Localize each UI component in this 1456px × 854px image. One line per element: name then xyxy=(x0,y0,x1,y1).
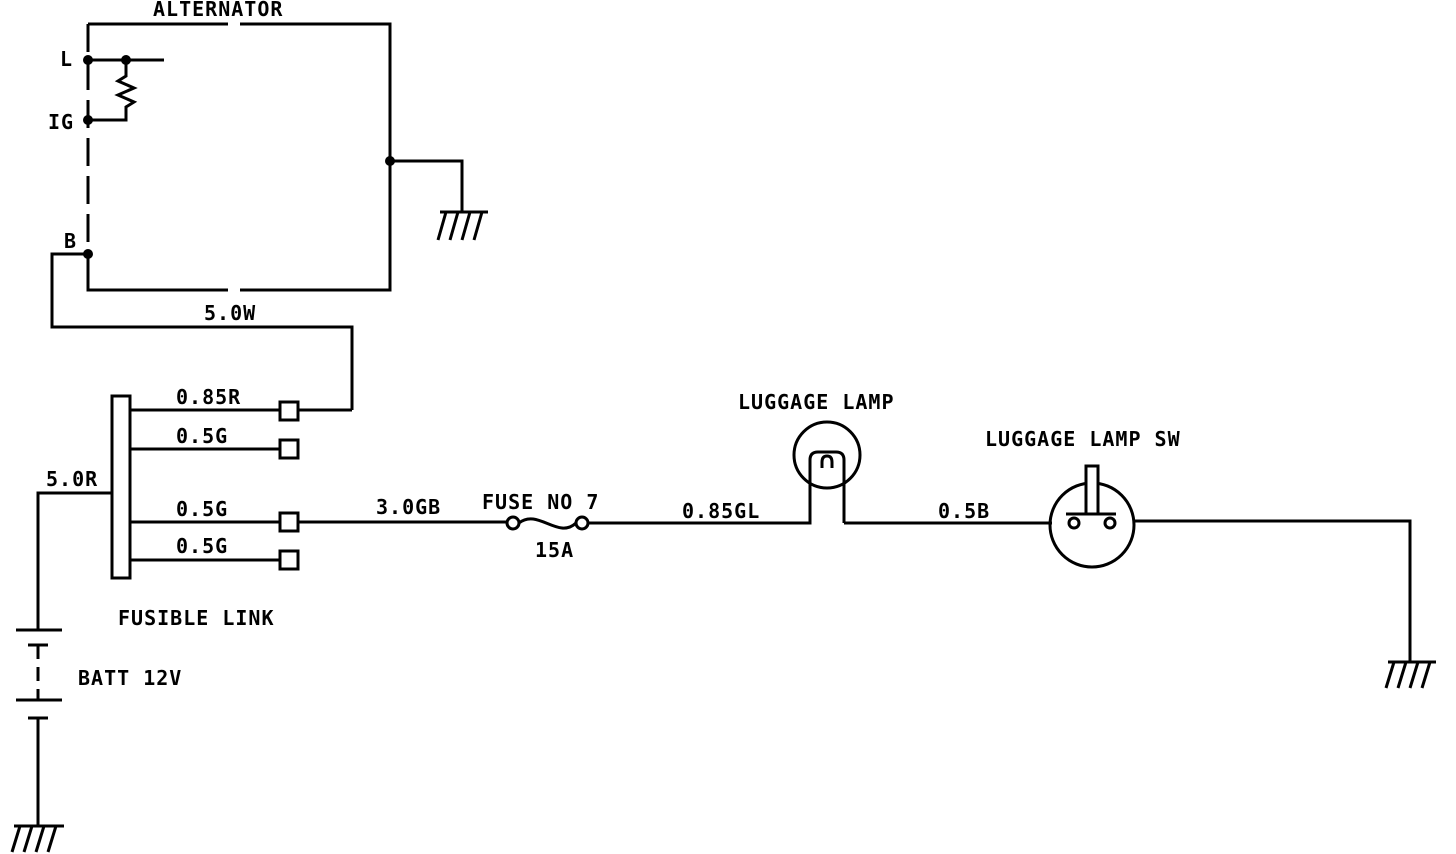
fusible-link: 0.85R 0.5G 0.5G 0.5G FUSIBLE LINK xyxy=(110,385,352,630)
fusible-link-label: FUSIBLE LINK xyxy=(118,606,275,630)
fuse-rating-label: 15A xyxy=(535,538,574,562)
wire-label-0-5g-1: 0.5G xyxy=(176,424,228,448)
alternator-ground-icon xyxy=(436,210,488,241)
luggage-lamp-switch-label: LUGGAGE LAMP SW xyxy=(985,427,1181,451)
alternator-title: ALTERNATOR xyxy=(153,0,283,21)
luggage-lamp-switch: LUGGAGE LAMP SW xyxy=(985,427,1181,569)
terminal-ig-label: IG xyxy=(48,110,74,134)
switch-ground-icon xyxy=(1384,660,1436,689)
battery-ground-icon xyxy=(10,824,64,853)
wire-label-0-85gl: 0.85GL xyxy=(682,499,760,523)
battery-label: BATT 12V xyxy=(78,666,182,690)
fuse-name-label: FUSE NO 7 xyxy=(482,490,599,514)
fusible-link-bar xyxy=(110,394,132,580)
fuse-no-7: 3.0GB FUSE NO 7 15A xyxy=(298,490,599,562)
wire-label-5-0w: 5.0W xyxy=(204,301,256,325)
wire-label-3-0gb: 3.0GB xyxy=(376,495,441,519)
wire-label-0-85r: 0.85R xyxy=(176,385,241,409)
wire-label-0-5g-2: 0.5G xyxy=(176,497,228,521)
luggage-lamp: LUGGAGE LAMP xyxy=(738,390,895,523)
luggage-lamp-label: LUGGAGE LAMP xyxy=(738,390,895,414)
terminal-l-label: L xyxy=(60,47,73,71)
wire-label-0-5b: 0.5B xyxy=(938,499,990,523)
wire-label-0-5g-3: 0.5G xyxy=(176,534,228,558)
alternator: ALTERNATOR L IG B xyxy=(48,0,488,292)
terminal-b-label: B xyxy=(64,229,77,253)
wire-label-5-0r: 5.0R xyxy=(46,467,98,491)
battery: 5.0R BATT 12V xyxy=(10,467,182,853)
